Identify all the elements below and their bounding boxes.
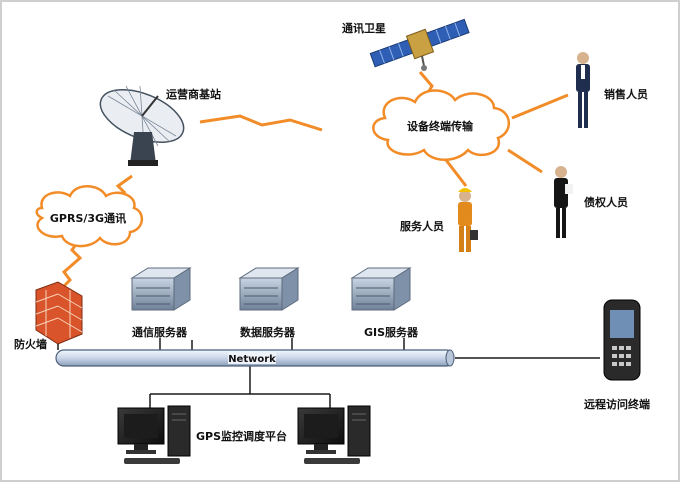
network-label: Network	[228, 354, 276, 365]
link-cloud-creditor	[507, 148, 543, 174]
network-bar: Network	[55, 349, 455, 367]
base-station-label: 运营商基站	[166, 88, 221, 101]
firewall-icon	[35, 281, 83, 345]
satellite-label: 通讯卫星	[342, 22, 386, 35]
device-cloud	[372, 89, 510, 161]
gis-server-label: GIS服务器	[364, 326, 419, 339]
base-station-icon	[99, 85, 185, 166]
data-server-icon	[238, 267, 300, 311]
data-server-label: 数据服务器	[240, 326, 295, 339]
firewall-label: 防火墙	[14, 338, 47, 351]
gprs-cloud-label: GPRS/3G通讯	[50, 212, 126, 225]
gps-platform-label: GPS监控调度平台	[196, 430, 288, 443]
remote-terminal-icon	[603, 299, 641, 381]
gprs-cloud	[35, 185, 143, 248]
creditor-person-icon	[554, 166, 573, 238]
device-cloud-label: 设备终端传输	[407, 119, 474, 133]
workstation-left-icon	[117, 405, 191, 464]
link-cloud-service	[444, 159, 468, 187]
comm-server-icon	[130, 267, 192, 311]
creditor-label: 债权人员	[584, 196, 628, 209]
service-label: 服务人员	[400, 220, 444, 233]
service-person-icon	[458, 188, 478, 252]
network-connectors	[57, 338, 600, 408]
satellite-icon	[369, 18, 470, 71]
link-cloud-sales	[511, 93, 569, 120]
workstation-right-icon	[297, 405, 371, 464]
link-gprs-firewall	[58, 235, 84, 292]
comm-server-label: 通信服务器	[132, 326, 187, 339]
gis-server-icon	[350, 267, 412, 311]
sales-label: 销售人员	[604, 88, 648, 101]
sales-person-icon	[576, 52, 590, 128]
remote-terminal-label: 远程访问终端	[584, 398, 650, 411]
link-basestation-cloud	[199, 114, 323, 132]
